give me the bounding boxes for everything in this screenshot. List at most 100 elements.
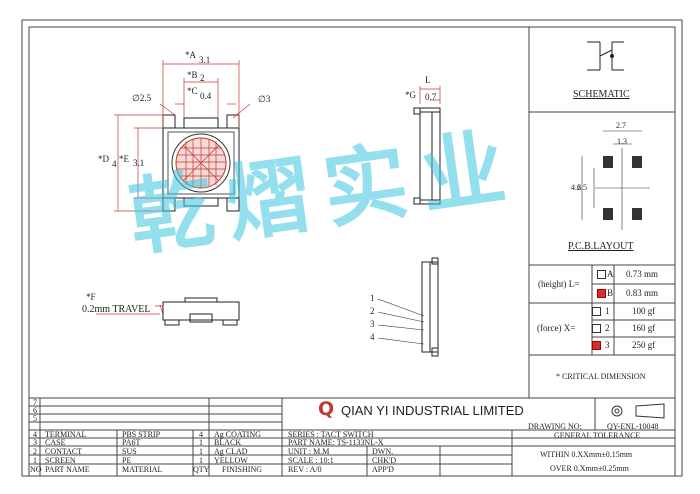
drawing-no-label: DRAWING NO: [528, 422, 582, 431]
bom-qty-terminal: 4 [199, 430, 203, 439]
bom-header-part: PART NAME [45, 465, 90, 474]
bom-part-case: CASE [45, 438, 66, 447]
rev-label: REV : A/0 [288, 465, 322, 474]
pcb-dim-13: 1.3 [617, 137, 627, 146]
tolerance-within: WITHIN 0.XXmm±0.15mm [540, 450, 633, 459]
dim-d-value: 4 [112, 159, 117, 169]
force-label: (force) X= [537, 323, 576, 333]
dim-c-label: *C [187, 86, 198, 96]
force-1-value: 100 gf [632, 306, 656, 316]
bom-material-contact: SUS [122, 447, 137, 456]
part-name-label: PART NAME: TS-1133NL-X [288, 438, 384, 447]
force-3-checkbox[interactable] [592, 341, 601, 350]
schematic-label: SCHEMATIC [573, 89, 630, 100]
company-logo: Q [318, 398, 335, 420]
side-view [413, 107, 441, 205]
dim-b-label: *B [187, 70, 198, 80]
bom-finish-contact: Ag CLAD [214, 447, 248, 456]
height-a-code: A [607, 269, 614, 279]
dim-a-label: *A [185, 50, 196, 60]
dim-g-value: 0.7 [425, 92, 437, 102]
unit-label: UNIT : M.M [288, 447, 330, 456]
pcb-dim-25: 2.5 [577, 183, 587, 192]
front-view [162, 297, 240, 326]
force-3-value: 250 gf [632, 340, 656, 350]
bom-header-finish: FINISHING [222, 465, 262, 474]
pcb-dim-27: 2.7 [616, 121, 626, 130]
dim-e-label: *E [119, 154, 129, 164]
dim-d-label: *D [98, 154, 109, 164]
dim-l-label: L [425, 75, 431, 85]
row-num-7: 7 [33, 398, 37, 407]
button-hatch [176, 138, 226, 188]
bom-finish-screen: YELLOW [214, 456, 248, 465]
height-a-checkbox[interactable] [597, 270, 606, 279]
bom-qty-screen: 1 [199, 456, 203, 465]
travel-text: 0.2mm TRAVEL [82, 304, 151, 315]
height-b-checkbox[interactable] [597, 289, 606, 298]
bom-qty-case: 1 [199, 438, 203, 447]
bom-part-screen: SCREEN [45, 456, 76, 465]
company-name: QIAN YI INDUSTRIAL LIMITED [341, 403, 524, 418]
row-num-5: 5 [33, 414, 37, 423]
scale-label: SCALE : 10:1 [288, 456, 334, 465]
height-b-value: 0.83 mm [626, 288, 659, 298]
dim-e-value: 3.1 [133, 158, 145, 168]
travel-f-label: *F [86, 292, 96, 302]
drawing-no: QY-ENL-10048 [607, 422, 659, 431]
bom-finish-case: BLACK [214, 438, 242, 447]
bom-qty-contact: 1 [199, 447, 203, 456]
projection-symbol [611, 403, 665, 419]
bom-finish-terminal: Ag COATING [214, 430, 261, 439]
dim-a-value: 3.1 [199, 55, 211, 65]
callout-leaders [377, 298, 425, 345]
critical-dimension-note: * CRITICAL DIMENSION [556, 372, 646, 381]
section-view [421, 257, 439, 357]
height-a-value: 0.73 mm [626, 269, 659, 279]
bom-header-no: NO [30, 465, 42, 474]
pcb-layout-label: P.C.B.LAYOUT [568, 241, 634, 252]
callout-3: 3 [370, 319, 375, 329]
row-num-1: 1 [33, 456, 37, 465]
row-num-3: 3 [33, 438, 37, 447]
row-num-2: 2 [33, 447, 37, 456]
bom-header-qty: QTY [193, 465, 210, 474]
schematic-symbol [587, 41, 624, 71]
dimension-lines [96, 60, 441, 315]
dim-c-value: 0.4 [200, 91, 212, 101]
dim-phi25: ∅2.5 [132, 93, 152, 103]
force-2-value: 160 gf [632, 323, 656, 333]
height-b-code: B [607, 288, 614, 298]
appd-label: APP'D [372, 465, 394, 474]
bom-header-material: MATERIAL [122, 465, 163, 474]
row-num-4: 4 [33, 430, 37, 439]
bom-part-terminal: TERMINAL [45, 430, 87, 439]
chkd-label: CHK'D [372, 456, 397, 465]
height-label: (height) L= [538, 279, 580, 289]
pcb-dim-46: 4.6 [571, 183, 581, 192]
dim-g-label: *G [405, 90, 416, 100]
bom-material-screen: PE [122, 456, 132, 465]
callout-1: 1 [370, 293, 375, 303]
dwn-label: DWN. [372, 447, 394, 456]
bom-part-contact: CONTACT [45, 447, 83, 456]
row-num-6: 6 [33, 406, 37, 415]
force-2-checkbox[interactable] [592, 324, 601, 333]
dim-b-value: 2 [200, 73, 205, 83]
inner-frame [28, 26, 676, 477]
bom-material-terminal: PBS STRIP [122, 430, 161, 439]
general-tolerance: GENERAL TOLERANCE [554, 431, 641, 440]
pcb-dims [581, 130, 650, 230]
force-1-code: 1 [605, 306, 610, 316]
force-2-code: 2 [605, 323, 610, 333]
series-label: SERIES : TACT SWITCH [288, 430, 374, 439]
pcb-pads [603, 156, 642, 220]
force-1-checkbox[interactable] [592, 307, 601, 316]
bom-material-case: PA6T [122, 438, 141, 447]
callout-4: 4 [370, 332, 375, 342]
dim-phi3: ∅3 [258, 94, 271, 104]
force-3-code: 3 [605, 340, 610, 350]
tolerance-over: OVER 0.Xmm±0.25mm [550, 464, 629, 473]
callout-2: 2 [370, 306, 375, 316]
